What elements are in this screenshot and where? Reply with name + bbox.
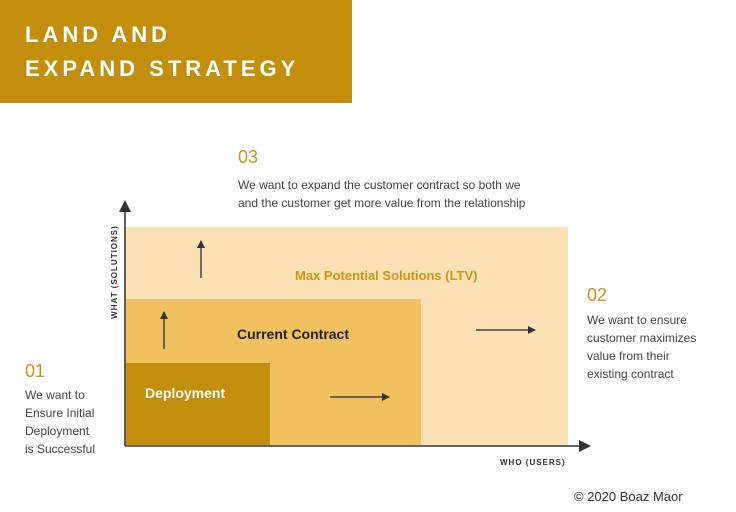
title-line-2: EXPAND STRATEGY (25, 56, 300, 81)
step-1-line: Ensure Initial (25, 406, 95, 420)
max-potential-label: Max Potential Solutions (LTV) (295, 268, 478, 283)
x-axis-label: WHO (USERS) (500, 458, 566, 467)
step-1-line: We want to (25, 388, 85, 402)
step-3-description: We want to expand the customer contract … (238, 176, 568, 212)
step-3-line: We want to expand the customer contract … (238, 178, 521, 192)
step-2-line: value from their (587, 349, 670, 363)
step-3-number: 03 (238, 147, 259, 167)
y-axis-label: WHAT (SOLUTIONS) (110, 225, 119, 319)
deployment-area (126, 363, 270, 445)
step-1-line: is Successful (25, 442, 96, 456)
title-banner: LAND AND EXPAND STRATEGY (0, 0, 352, 103)
step-2-line: existing contract (587, 367, 674, 381)
current-contract-label: Current Contract (237, 326, 350, 342)
step-2-description: We want to ensure customer maximizes val… (587, 311, 727, 383)
deployment-label: Deployment (145, 385, 226, 401)
step-1-description: We want to Ensure Initial Deployment is … (25, 386, 120, 458)
title-line-1: LAND AND (25, 22, 172, 47)
step-2-number: 02 (587, 285, 608, 305)
copyright-text: © 2020 Boaz Maor (574, 489, 683, 504)
step-3-line: and the customer get more value from the… (238, 196, 526, 210)
step-1-line: Deployment (25, 424, 90, 438)
step-2-line: customer maximizes (587, 331, 697, 345)
step-2-line: We want to ensure (587, 313, 687, 327)
step-1-number: 01 (25, 361, 46, 381)
